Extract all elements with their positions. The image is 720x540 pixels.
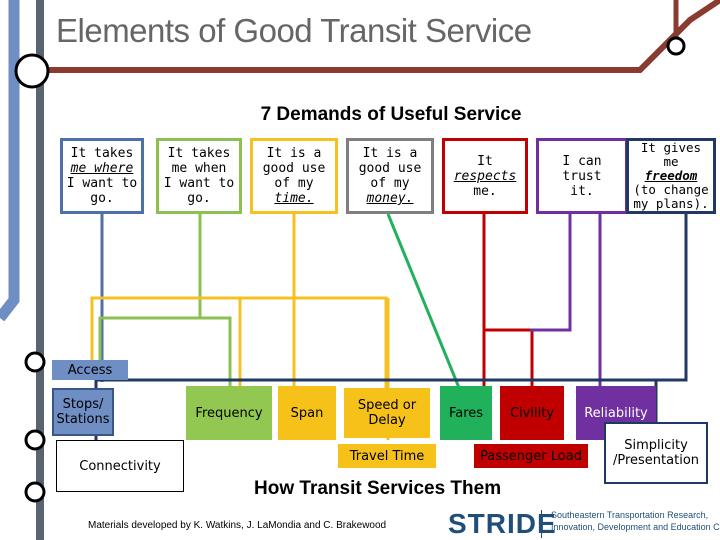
demand-line: of my: [370, 176, 410, 191]
demand-line: It: [477, 153, 493, 169]
station-marker: [666, 36, 686, 56]
service-frequency-label: Frequency: [195, 405, 263, 421]
connector-trust-extra: [530, 214, 572, 332]
demand-line: It takes: [167, 146, 231, 161]
service-span: Span: [278, 386, 336, 440]
demand-line: me.: [473, 183, 497, 199]
service-speed-label: Speed or Delay: [357, 398, 417, 428]
demand-line: freedom: [644, 168, 698, 183]
demand-line: good use: [358, 161, 422, 176]
station-marker: [14, 53, 50, 89]
station-marker: [24, 351, 46, 373]
connector-time: [90, 214, 296, 360]
service-passenger-load: Passenger Load: [474, 444, 588, 468]
demand-line: (to change: [633, 182, 709, 197]
connector-time-speed: [294, 296, 388, 388]
service-frequency: Frequency: [186, 386, 272, 440]
logo-divider: [541, 510, 542, 538]
demand-line: respects: [453, 168, 517, 184]
service-connectivity-label: Connectivity: [79, 458, 161, 474]
diagram-subtitle: 7 Demands of Useful Service: [260, 104, 522, 125]
service-simplicity: Simplicity /Presentation: [604, 422, 708, 484]
service-travel-time-label: Travel Time: [349, 448, 425, 464]
demand-line: it.: [570, 183, 594, 199]
demand-line: It gives: [640, 140, 702, 155]
demand-line: It is a: [266, 146, 322, 161]
service-connectivity: Connectivity: [56, 440, 184, 492]
station-marker: [24, 429, 46, 451]
service-reliability-label: Reliability: [584, 405, 648, 421]
demand-line: money.: [366, 191, 414, 206]
service-fares-label: Fares: [448, 405, 484, 421]
logo-line-2: Innovation, Development and Education Ce…: [551, 522, 720, 532]
stride-logo: STRIDE: [448, 508, 557, 539]
service-access: Access: [52, 360, 128, 380]
logo-line-1: Southeastern Transportation Research,: [551, 510, 709, 520]
demand-line: good use: [262, 161, 326, 176]
demand-line: I want to: [163, 176, 235, 191]
demand-line: me: [663, 154, 679, 169]
connector-respects: [482, 214, 534, 395]
footer-title: How Transit Services Them: [254, 478, 502, 499]
service-simplicity-label: Simplicity /Presentation: [612, 438, 700, 468]
logo-subtitle: Southeastern Transportation Research, In…: [551, 509, 720, 533]
connector-when: [198, 214, 232, 395]
page-title: Elements of Good Transit Service: [56, 12, 532, 49]
demand-line: time.: [274, 191, 314, 206]
service-civility-label: Civility: [509, 405, 554, 421]
service-civility: Civility: [500, 386, 564, 440]
demand-line: It takes: [70, 146, 134, 161]
service-travel-time: Travel Time: [338, 444, 436, 468]
demand-line: me where: [70, 161, 134, 176]
connector-when-access: [98, 316, 200, 360]
brown-route-line: [30, 0, 720, 73]
demand-line: I can trust: [562, 153, 602, 184]
demand-line: me when: [171, 161, 227, 176]
connector-money: [386, 213, 464, 396]
service-stops-label: Stops/ Stations: [56, 397, 110, 427]
service-stops-stations: Stops/ Stations: [52, 388, 114, 436]
demand-line: my plans).: [633, 196, 709, 211]
service-fares: Fares: [440, 386, 492, 440]
connector-freedom: [96, 214, 688, 382]
blue-route-line: [0, 0, 20, 322]
service-speed-delay: Speed or Delay: [344, 388, 430, 438]
demand-line: I want to: [66, 176, 138, 191]
station-marker: [24, 481, 46, 503]
demand-line: go.: [90, 191, 114, 206]
demand-line: It is a: [362, 146, 418, 161]
demand-line: of my: [274, 176, 314, 191]
service-passenger-load-label: Passenger Load: [480, 448, 582, 464]
service-access-label: Access: [67, 362, 113, 378]
credit-text: Materials developed by K. Watkins, J. La…: [88, 520, 387, 531]
service-span-label: Span: [290, 405, 324, 421]
demand-line: go.: [187, 191, 211, 206]
